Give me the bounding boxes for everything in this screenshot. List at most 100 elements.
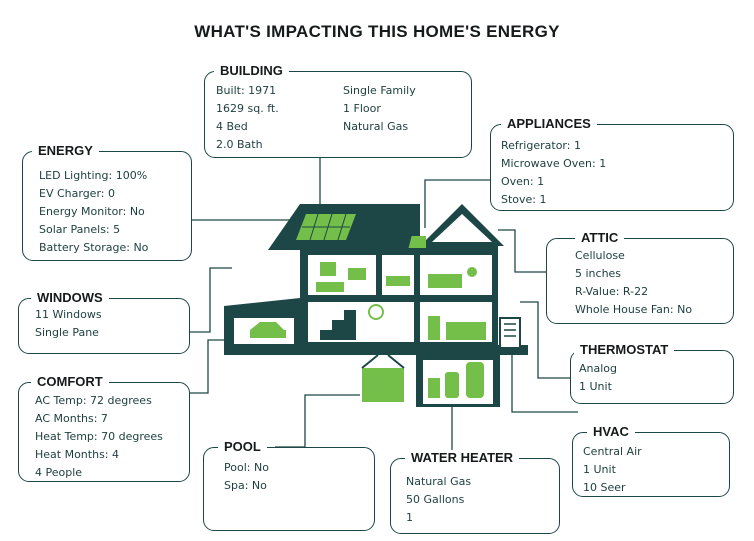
- attic-panel: ATTIC Cellulose 5 inches R-Value: R-22 W…: [546, 230, 734, 324]
- water-heater-line: Natural Gas: [406, 475, 472, 488]
- building-line: 1 Floor: [343, 102, 381, 115]
- building-right-list: Single Family 1 Floor Natural Gas: [343, 82, 416, 136]
- water-heater-line: 50 Gallons: [406, 493, 465, 506]
- pool-connector: [275, 394, 360, 448]
- comfort-line: Heat Temp: 70 degrees: [35, 430, 163, 443]
- pool-ladder: [361, 354, 405, 369]
- building-title: BUILDING: [214, 63, 289, 79]
- water-heater-line: 1: [406, 511, 413, 524]
- windows-panel: WINDOWS 11 Windows Single Pane: [18, 290, 190, 354]
- thermostat-connector: [520, 301, 570, 379]
- hvac-line: 10 Seer: [583, 481, 626, 494]
- building-left-list: Built: 1971 1629 sq. ft. 4 Bed 2.0 Bath: [216, 82, 279, 154]
- thermostat-line: 1 Unit: [579, 380, 612, 393]
- attic-interior: [432, 214, 492, 242]
- fridge-icon: [428, 316, 440, 340]
- energy-line: LED Lighting: 100%: [39, 169, 148, 182]
- energy-list: LED Lighting: 100% EV Charger: 0 Energy …: [39, 167, 148, 257]
- comfort-line: 4 People: [35, 466, 83, 479]
- water-heater-panel: WATER HEATER Natural Gas 50 Gallons 1: [390, 450, 560, 534]
- hvac-unit-icon: [499, 317, 521, 349]
- pool-icon: [362, 368, 404, 402]
- appliances-list: Refrigerator: 1 Microwave Oven: 1 Oven: …: [501, 137, 606, 209]
- energy-panel: ENERGY LED Lighting: 100% EV Charger: 0 …: [22, 143, 192, 261]
- attic-connector: [498, 229, 546, 273]
- water-heater-list: Natural Gas 50 Gallons 1: [406, 473, 471, 527]
- car-icon: [250, 322, 284, 330]
- ground-slab: [224, 345, 528, 355]
- counter-icon: [446, 322, 486, 340]
- comfort-line: AC Temp: 72 degrees: [35, 394, 152, 407]
- comfort-title: COMFORT: [31, 374, 109, 390]
- comfort-line: Heat Months: 4: [35, 448, 119, 461]
- comfort-list: AC Temp: 72 degrees AC Months: 7 Heat Te…: [35, 392, 163, 482]
- window-icon: [320, 262, 336, 276]
- pool-line: Spa: No: [224, 479, 267, 492]
- building-line: 2.0 Bath: [216, 138, 263, 151]
- windows-title: WINDOWS: [31, 290, 109, 306]
- hvac-panel: HVAC Central Air 1 Unit 10 Seer: [572, 424, 730, 497]
- energy-line: Solar Panels: 5: [39, 223, 121, 236]
- hvac-line: 1 Unit: [583, 463, 616, 476]
- attic-title: ATTIC: [575, 230, 625, 246]
- pool-title: POOL: [218, 439, 267, 455]
- thermostat-panel: THERMOSTAT Analog 1 Unit: [570, 342, 734, 404]
- building-line: Natural Gas: [343, 120, 409, 133]
- attic-line: 5 inches: [575, 267, 622, 280]
- hvac-list: Central Air 1 Unit 10 Seer: [583, 443, 642, 497]
- building-line: 1629 sq. ft.: [216, 102, 279, 115]
- comfort-panel: COMFORT AC Temp: 72 degrees AC Months: 7…: [18, 374, 190, 482]
- thermostat-title: THERMOSTAT: [574, 342, 675, 358]
- tv-icon: [348, 268, 366, 280]
- thermostat-list: Analog 1 Unit: [579, 360, 617, 396]
- person-icon: [467, 267, 477, 277]
- bathtub-icon: [386, 276, 410, 286]
- attic-line: R-Value: R-22: [575, 285, 649, 298]
- bed-icon: [428, 274, 462, 288]
- building-line: Built: 1971: [216, 84, 277, 97]
- pool-list: Pool: No Spa: No: [224, 459, 269, 495]
- hvac-vents: [504, 323, 516, 337]
- sofa-icon: [316, 282, 344, 292]
- attic-list: Cellulose 5 inches R-Value: R-22 Whole H…: [575, 247, 692, 319]
- building-line: Single Family: [343, 84, 416, 97]
- page-title: WHAT'S IMPACTING THIS HOME'S ENERGY: [194, 22, 560, 41]
- solar-grid: [302, 213, 350, 241]
- energy-line: Battery Storage: No: [39, 241, 149, 254]
- appliances-title: APPLIANCES: [501, 116, 597, 132]
- appliances-line: Microwave Oven: 1: [501, 157, 607, 170]
- appliances-line: Refrigerator: 1: [501, 139, 581, 152]
- pool-panel: POOL Pool: No Spa: No: [203, 439, 375, 531]
- attic-line: Cellulose: [575, 249, 625, 262]
- windows-line: 11 Windows: [35, 308, 102, 321]
- thermostat-line: Analog: [579, 362, 618, 375]
- appliances-line: Oven: 1: [501, 175, 545, 188]
- stairs: [320, 310, 356, 340]
- building-panel: BUILDING Built: 1971 1629 sq. ft. 4 Bed …: [204, 63, 472, 158]
- hvac-connector: [511, 350, 578, 413]
- pool-line: Pool: No: [224, 461, 269, 474]
- car-body: [250, 330, 286, 338]
- comfort-connector: [188, 339, 230, 394]
- comfort-line: AC Months: 7: [35, 412, 108, 425]
- bathroom: [382, 255, 414, 295]
- attic-line: Whole House Fan: No: [575, 303, 693, 316]
- energy-title: ENERGY: [32, 143, 99, 159]
- propane-icon: [445, 372, 459, 398]
- gas-tank-icon: [428, 378, 440, 398]
- water-heater-icon: [466, 362, 484, 398]
- windows-list: 11 Windows Single Pane: [35, 306, 102, 342]
- hvac-line: Central Air: [583, 445, 642, 458]
- building-line: 4 Bed: [216, 120, 248, 133]
- appliances-connector: [424, 179, 490, 228]
- hvac-title: HVAC: [587, 424, 635, 440]
- windows-line: Single Pane: [35, 326, 99, 339]
- appliances-panel: APPLIANCES Refrigerator: 1 Microwave Ove…: [490, 116, 734, 211]
- water-heater-title: WATER HEATER: [405, 450, 520, 466]
- appliances-line: Stove: 1: [501, 193, 547, 206]
- energy-line: Energy Monitor: No: [39, 205, 145, 218]
- thermostat-icon: [368, 304, 384, 320]
- windows-connector: [190, 267, 232, 333]
- energy-line: EV Charger: 0: [39, 187, 115, 200]
